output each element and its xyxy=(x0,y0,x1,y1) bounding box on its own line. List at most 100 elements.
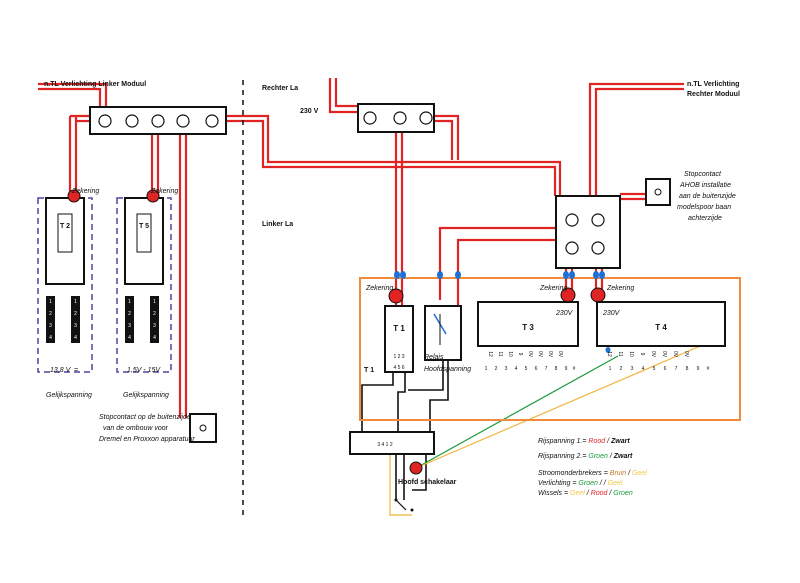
t5-terminal-strips: 1 2 3 4 1 2 3 4 xyxy=(125,296,159,343)
hoofd-schakelaar-label: Hoofd schakelaar xyxy=(398,479,457,486)
svg-text:4: 4 xyxy=(515,366,518,372)
svg-text:2: 2 xyxy=(495,366,498,372)
legend: Rijspanning 1.= Rood / Zwart Rijspanning… xyxy=(538,438,647,497)
yellow-wire-a xyxy=(415,343,706,469)
zekering-t1 xyxy=(388,288,404,304)
legend-rij2: Rijspanning 2.= Groen / Zwart xyxy=(538,453,633,460)
t4-230v: 230V xyxy=(602,310,621,317)
svg-text:1: 1 xyxy=(74,299,77,305)
svg-text:9: 9 xyxy=(517,353,523,356)
svg-text:9: 9 xyxy=(639,353,645,356)
ahob-block xyxy=(555,195,621,269)
dremel-stopcontact xyxy=(189,413,217,443)
ahob-text-2: AHOB installatie xyxy=(679,182,731,189)
signal-wires xyxy=(389,343,706,516)
ntl-left-label: n.TL Verlichting Linker Moduul xyxy=(44,81,146,88)
top-230v-block xyxy=(357,103,435,133)
svg-text:11: 11 xyxy=(497,351,503,356)
t2-label: T 2 xyxy=(60,223,70,230)
zekering-t5 xyxy=(146,189,160,203)
svg-text:1: 1 xyxy=(128,299,131,305)
svg-text:11: 11 xyxy=(617,351,623,356)
yellow-wire-b xyxy=(389,455,412,516)
svg-text:0V: 0V xyxy=(672,351,678,358)
relais-label: Relais xyxy=(424,354,444,361)
svg-text:1 2 3: 1 2 3 xyxy=(393,354,404,360)
transformer-t4: T 4 xyxy=(596,301,726,347)
svg-text:3: 3 xyxy=(49,323,52,329)
svg-text:#: # xyxy=(573,366,576,372)
gelijkspanning-t5: Gelijkspanning xyxy=(123,392,169,399)
zekering-t5-label: Zekering xyxy=(150,188,178,195)
svg-text:#: # xyxy=(707,366,710,372)
svg-text:2: 2 xyxy=(153,311,156,317)
svg-text:3 4 1 2: 3 4 1 2 xyxy=(377,442,393,448)
zekering-t4 xyxy=(590,287,606,303)
svg-text:12: 12 xyxy=(487,351,493,357)
green-wire xyxy=(415,355,619,469)
red-wires xyxy=(38,78,684,418)
voltage-1-5-15: 1,5V - 15V xyxy=(127,367,161,374)
svg-text:4: 4 xyxy=(642,366,645,372)
t1-side-label: T 1 xyxy=(364,367,374,374)
svg-text:8: 8 xyxy=(555,366,558,372)
zekering-t3-label: Zekering xyxy=(539,285,567,292)
legend-rij1: Rijspanning 1.= Rood / Zwart xyxy=(538,438,630,445)
svg-text:6: 6 xyxy=(535,366,538,372)
ahob-stopcontact xyxy=(645,178,671,206)
enclosure-t2 xyxy=(37,197,93,373)
ahob-text-3: aan de buitenzijde xyxy=(679,193,736,200)
hoofd-schakelaar-lamp xyxy=(409,461,423,475)
svg-text:T 1: T 1 xyxy=(393,324,405,333)
equals-sign: = xyxy=(74,367,78,374)
svg-text:2: 2 xyxy=(128,311,131,317)
svg-text:4: 4 xyxy=(128,335,131,341)
ahob-text-5: achterzijde xyxy=(688,215,722,222)
svg-text:10: 10 xyxy=(507,351,513,357)
gelijkspanning-t2: Gelijkspanning xyxy=(46,392,92,399)
zekering-t4-label: Zekering xyxy=(606,285,634,292)
rechter-la-label: Rechter La xyxy=(262,85,298,92)
svg-text:4 5 6: 4 5 6 xyxy=(393,365,404,371)
svg-text:0V: 0V xyxy=(537,351,543,358)
legend-wissels: Wissels = Geel / Rood / Groen xyxy=(538,490,633,497)
svg-text:3: 3 xyxy=(505,366,508,372)
orange-enclosure xyxy=(359,277,741,421)
svg-text:9: 9 xyxy=(565,366,568,372)
transformer-t2: T 2 xyxy=(45,197,85,285)
enclosure-t5 xyxy=(116,197,172,373)
t3-230v: 230V xyxy=(555,310,574,317)
zekering-t2 xyxy=(67,189,81,203)
transformer-t5: T 5 xyxy=(124,197,164,285)
svg-text:T 3: T 3 xyxy=(522,323,534,332)
svg-text:3: 3 xyxy=(74,323,77,329)
switch-symbol xyxy=(394,498,414,512)
svg-text:2: 2 xyxy=(49,311,52,317)
svg-text:6: 6 xyxy=(664,366,667,372)
transformer-t3: T 3 xyxy=(477,301,579,347)
svg-text:1: 1 xyxy=(153,299,156,305)
svg-text:1: 1 xyxy=(609,366,612,372)
svg-text:4: 4 xyxy=(74,335,77,341)
svg-text:2: 2 xyxy=(74,311,77,317)
svg-text:4: 4 xyxy=(49,335,52,341)
svg-text:0V: 0V xyxy=(661,351,667,358)
svg-text:3: 3 xyxy=(631,366,634,372)
svg-text:0V: 0V xyxy=(557,351,563,358)
svg-text:8: 8 xyxy=(686,366,689,372)
legend-verlichting: Verlichting = Groen / / Geel xyxy=(538,480,623,487)
svg-text:7: 7 xyxy=(675,366,678,372)
svg-text:9: 9 xyxy=(697,366,700,372)
hoofdspanning-label: Hoofdspanning xyxy=(424,366,471,373)
svg-text:0V: 0V xyxy=(547,351,553,358)
svg-text:5: 5 xyxy=(525,366,528,372)
hoofd-schakelaar-block: 3 4 1 2 xyxy=(349,431,435,455)
svg-text:T 4: T 4 xyxy=(655,323,667,332)
t2-terminal-strips: 1 2 3 4 1 2 3 4 xyxy=(46,296,80,343)
black-wires xyxy=(361,360,449,500)
v230-top-label: 230 V xyxy=(300,108,319,115)
dremel-text-2: van de ombouw voor xyxy=(103,425,169,432)
t4-terminals: 12 11 10 9 0V 0V 0V 0V 1 2 3 4 5 6 7 8 9… xyxy=(606,351,710,372)
dremel-text-1: Stopcontact op de buitenzijde xyxy=(99,414,191,421)
